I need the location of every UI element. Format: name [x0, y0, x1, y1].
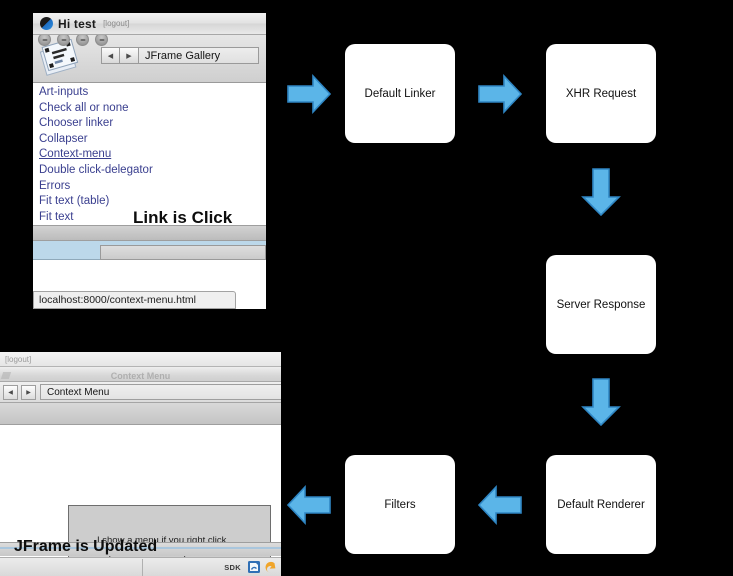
arrow-xhr-to-server-icon	[581, 168, 621, 216]
link-is-clicked-message: Link is Click	[133, 208, 233, 227]
sdk-document-icon[interactable]	[247, 560, 261, 574]
bottom-app-header: [logout]	[0, 352, 281, 367]
gallery-link-collapser[interactable]: Collapser	[39, 132, 88, 145]
arrow-renderer-to-filters-icon	[478, 485, 522, 525]
gallery-link-check-all-or-none[interactable]: Check all or none	[39, 101, 129, 114]
arrow-out-of-filters-icon	[287, 485, 331, 525]
gallery-link-art-inputs[interactable]: Art-inputs	[39, 86, 89, 98]
sdk-swirl-icon[interactable]	[263, 560, 277, 574]
status-url-tooltip: localhost:8000/context-menu.html	[33, 291, 236, 309]
flow-node-default-linker-label: Default Linker	[364, 87, 436, 100]
bottom-back-button[interactable]: ◀	[3, 384, 18, 400]
flow-node-filters[interactable]: Filters	[345, 455, 455, 554]
gallery-link-errors[interactable]: Errors	[39, 179, 71, 192]
tilted-document-icon	[39, 39, 79, 76]
arrow-into-default-linker-icon	[287, 74, 331, 114]
flow-node-default-linker[interactable]: Default Linker	[345, 44, 455, 143]
bottom-window-title: Context Menu	[110, 371, 171, 381]
jframe-updated-message: JFrame is Updated	[14, 538, 158, 555]
toolbar-divider-strip	[33, 225, 266, 241]
gallery-link-chooser-linker[interactable]: Chooser linker	[39, 117, 114, 130]
bottom-logout-link[interactable]: [logout]	[5, 354, 32, 364]
scrollbar-thumb[interactable]	[100, 245, 266, 260]
bottom-toolbar-strip	[0, 403, 281, 425]
browser-toolbar: ◀ ▶ JFrame Gallery	[33, 35, 266, 83]
bottom-navbar: ◀ ▶ Context Menu	[0, 382, 281, 403]
flow-node-server-response-label: Server Response	[556, 298, 646, 311]
greeting-label: Hi test	[58, 16, 97, 31]
address-field[interactable]: JFrame Gallery	[139, 47, 259, 64]
horizontal-scrollbar[interactable]	[33, 241, 266, 260]
bottom-taskbar: SDK	[0, 557, 281, 576]
app-header: Hi test [logout]	[33, 13, 266, 35]
gallery-link-fit-text[interactable]: Fit text	[39, 210, 74, 223]
flow-node-default-renderer[interactable]: Default Renderer	[546, 455, 656, 554]
bottom-page-content: I show a menu if you right click anywher…	[0, 425, 281, 576]
gallery-link-fit-text-table[interactable]: Fit text (table)	[39, 195, 110, 208]
updated-highlight-line	[0, 547, 281, 549]
arrow-linker-to-xhr-icon	[478, 74, 522, 114]
bottom-address-field[interactable]: Context Menu	[40, 384, 281, 400]
flow-node-xhr-request[interactable]: XHR Request	[546, 44, 656, 143]
taskbar-separator	[142, 559, 143, 576]
jframe-gallery-window: Hi test [logout] ◀ ▶	[33, 13, 266, 309]
bottom-forward-button[interactable]: ▶	[21, 384, 36, 400]
gallery-link-list: Art-inputs Check all or none Chooser lin…	[33, 83, 266, 225]
gallery-link-double-click-delegator[interactable]: Double click-delegator	[39, 163, 153, 176]
arrow-server-to-renderer-icon	[581, 378, 621, 426]
flow-node-xhr-request-label: XHR Request	[565, 87, 637, 100]
back-button[interactable]: ◀	[101, 47, 120, 64]
flow-node-server-response[interactable]: Server Response	[546, 255, 656, 354]
nav-button-group: ◀ ▶ JFrame Gallery	[101, 47, 259, 64]
gallery-link-context-menu[interactable]: Context-menu	[39, 148, 112, 161]
bottom-statusbar	[0, 542, 281, 556]
app-logo-icon	[40, 17, 53, 30]
sdk-label: SDK	[224, 562, 241, 572]
forward-button[interactable]: ▶	[120, 47, 139, 64]
flow-node-filters-label: Filters	[384, 498, 416, 511]
logout-link[interactable]: [logout]	[103, 19, 130, 28]
window-control-dots[interactable]	[38, 33, 108, 46]
context-menu-window: [logout] Context Menu ◀ ▶ Context Menu I…	[0, 352, 281, 576]
bottom-window-titlebar: Context Menu	[0, 367, 281, 382]
flow-node-default-renderer-label: Default Renderer	[557, 498, 645, 511]
titlebar-ghost-icon	[0, 372, 12, 379]
